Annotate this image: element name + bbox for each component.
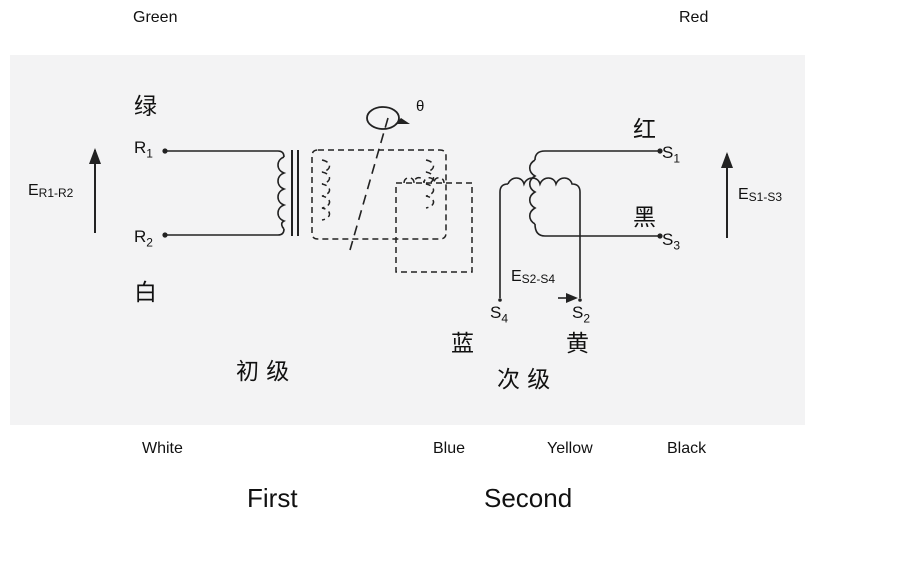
label-green: Green bbox=[133, 9, 178, 26]
theta-label: θ bbox=[416, 98, 425, 115]
emf-r1-r2-label: ER1-R2 bbox=[28, 182, 74, 200]
label-red: Red bbox=[679, 9, 709, 26]
scanned-diagram-background bbox=[10, 55, 805, 425]
label-blue: Blue bbox=[433, 440, 466, 457]
label-yellow: Yellow bbox=[547, 440, 593, 457]
terminal-s2-dot bbox=[578, 298, 582, 302]
terminal-s4: S4 bbox=[490, 303, 509, 326]
terminal-s2: S2 bbox=[572, 303, 591, 326]
emf-s1-s3-label: ES1-S3 bbox=[738, 186, 783, 204]
label-second: Second bbox=[484, 483, 573, 513]
label-first: First bbox=[247, 483, 298, 513]
cn-label-yellow: 黄 bbox=[566, 331, 589, 357]
cn-label-white: 白 bbox=[134, 280, 157, 306]
emf-s2-s4-label: ES2-S4 bbox=[511, 268, 556, 286]
rotor-dashed-outline bbox=[311, 149, 473, 273]
terminal-s3: S3 bbox=[662, 230, 681, 253]
cn-label-green: 绿 bbox=[134, 94, 157, 120]
rotation-axis bbox=[349, 117, 389, 251]
cn-label-red: 红 bbox=[633, 117, 656, 143]
cn-label-black: 黑 bbox=[633, 205, 656, 231]
primary-winding bbox=[162, 148, 287, 238]
terminal-s1: S1 bbox=[662, 143, 681, 166]
terminal-r1: R1 bbox=[134, 138, 153, 161]
rotation-indicator bbox=[366, 106, 400, 130]
label-white: White bbox=[142, 440, 183, 457]
terminal-s4-dot bbox=[498, 298, 502, 302]
label-black: Black bbox=[667, 440, 707, 457]
cn-label-primary: 初 级 bbox=[236, 359, 290, 385]
cn-label-secondary: 次 级 bbox=[497, 367, 551, 393]
secondary-winding bbox=[499, 148, 663, 298]
cn-label-blue: 蓝 bbox=[451, 331, 474, 357]
terminal-r2: R2 bbox=[134, 227, 153, 250]
